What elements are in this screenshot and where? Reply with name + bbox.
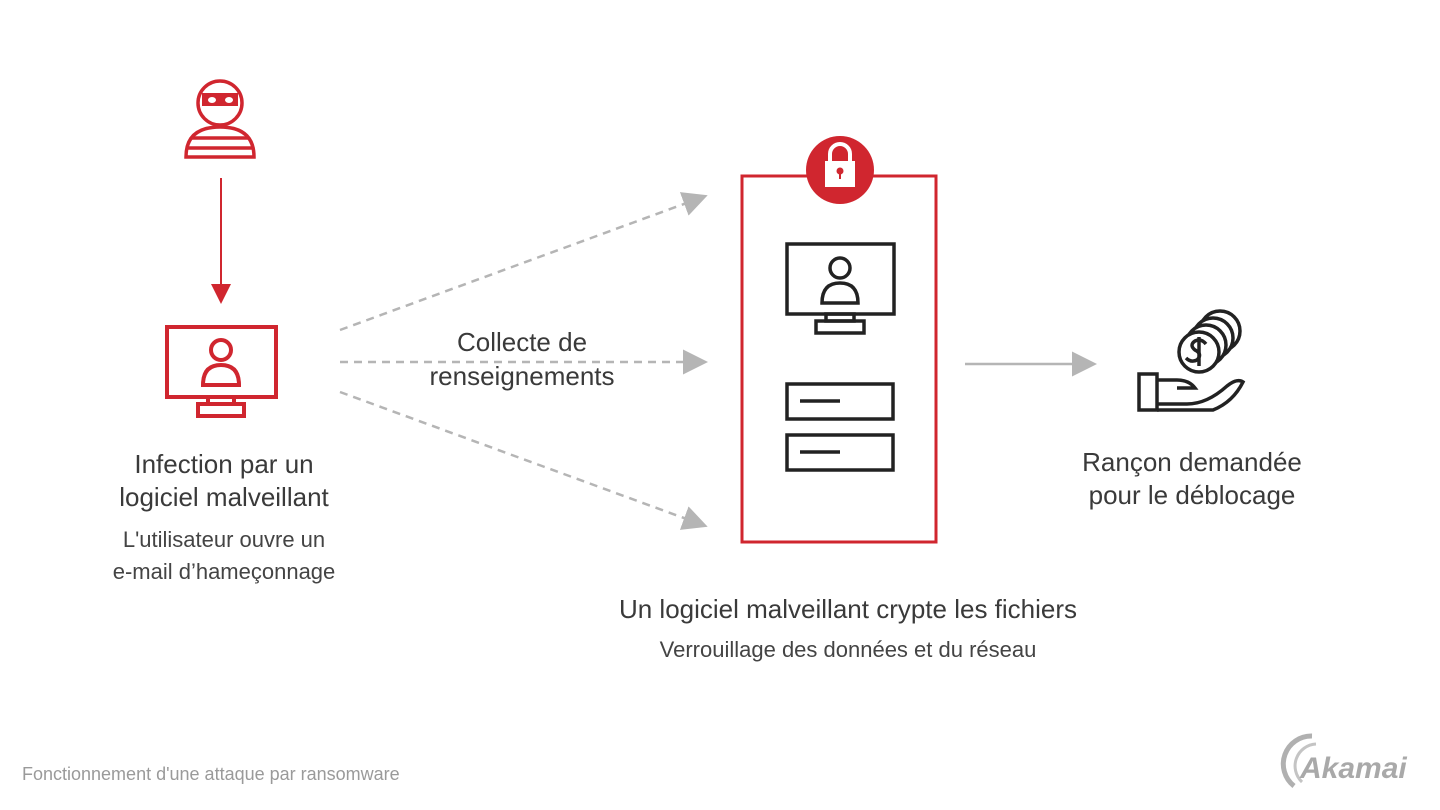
gather-arrows: [339, 192, 708, 530]
ransom-payment-icon: [1137, 309, 1246, 412]
step1-desc-line1: L'utilisateur ouvre un: [122, 527, 326, 552]
step3-line2: pour le déblocage: [1088, 480, 1296, 510]
akamai-logo: Akamai: [1272, 732, 1407, 797]
infected-computer-icon: [165, 325, 278, 418]
step1-desc-line2: e-mail d’hameçonnage: [112, 559, 336, 584]
gather-label-line1: Collecte de: [372, 326, 672, 359]
akamai-logo-text: Akamai: [1300, 752, 1407, 785]
step1-title-line1: Infection par un: [134, 449, 314, 479]
hacker-icon: [184, 79, 256, 159]
lock-icon: [806, 136, 874, 204]
computer-icon: [785, 242, 896, 335]
step2-desc: Verrouillage des données et du réseau: [659, 637, 1037, 662]
step3-line1: Rançon demandée: [1082, 447, 1302, 477]
gather-label-line2: renseignements: [429, 361, 615, 391]
footer-caption: Fonctionnement d'une attaque par ransomw…: [22, 764, 400, 784]
step2-title: Un logiciel malveillant crypte les fichi…: [618, 594, 1078, 624]
step1-title-line2: logiciel malveillant: [119, 482, 329, 512]
encrypted-system-box: [740, 174, 938, 544]
file-icons: [785, 382, 895, 472]
